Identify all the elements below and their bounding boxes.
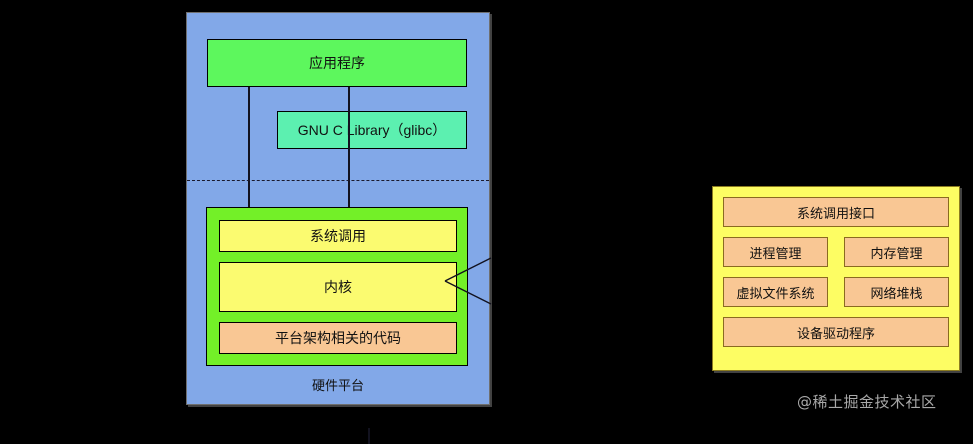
- virtual-file-system-box: 虚拟文件系统: [723, 277, 828, 307]
- kernel-box: 内核: [219, 262, 457, 312]
- kernel-expansion-leader-lines: [444, 257, 492, 305]
- device-drivers-box: 设备驱动程序: [723, 317, 949, 347]
- memory-management-box: 内存管理: [844, 237, 949, 267]
- hardware-platform-panel: 应用程序 GNU C Library（glibc） 系统调用 内核 平台架构相关…: [186, 12, 490, 444]
- system-call-box: 系统调用: [219, 220, 457, 252]
- system-call-interface-box: 系统调用接口: [723, 197, 949, 227]
- application-box: 应用程序: [207, 39, 467, 87]
- connector-line-syscall-to-kernel: [368, 428, 370, 444]
- connector-line-app-to-kernel: [248, 87, 250, 207]
- kernel-space-container: 系统调用 内核 平台架构相关的代码: [206, 207, 468, 444]
- arch-specific-code-box: 平台架构相关的代码: [219, 322, 457, 354]
- connector-line-app-to-glibc: [348, 87, 350, 207]
- diagram-canvas: 应用程序 GNU C Library（glibc） 系统调用 内核 平台架构相关…: [186, 12, 960, 444]
- glibc-library-box: GNU C Library（glibc）: [277, 111, 467, 149]
- subsystem-row-one: 进程管理 内存管理: [723, 237, 949, 267]
- subsystem-row-two: 虚拟文件系统 网络堆栈: [723, 277, 949, 307]
- hardware-platform-label: 硬件平台: [311, 378, 364, 393]
- process-management-box: 进程管理: [723, 237, 828, 267]
- kernel-subsystems-panel: 系统调用接口 进程管理 内存管理 虚拟文件系统 网络堆栈 设备驱动程序: [712, 186, 960, 371]
- watermark-label: @稀土掘金技术社区: [797, 393, 937, 411]
- network-stack-box: 网络堆栈: [844, 277, 949, 307]
- user-kernel-boundary-line: [187, 180, 489, 181]
